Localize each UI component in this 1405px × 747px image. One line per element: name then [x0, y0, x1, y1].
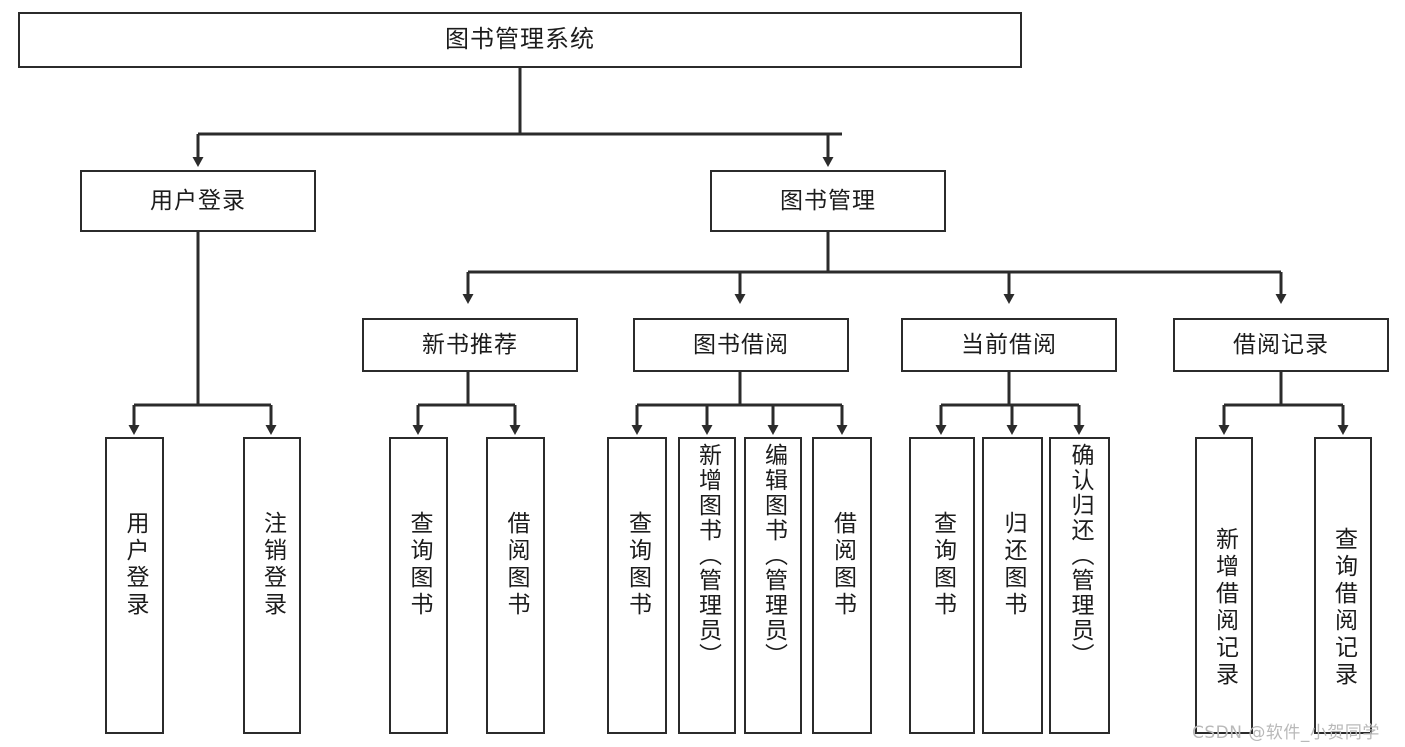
leaf-recommend-borrow-book[interactable]: 借阅图书	[486, 437, 545, 734]
leaf-recommend-query-book[interactable]: 查询图书	[389, 437, 448, 734]
node-book-management[interactable]: 图书管理	[710, 170, 946, 232]
leaf-user-login-signin[interactable]: 用户登录	[105, 437, 164, 734]
node-label: 图书管理系统	[445, 25, 595, 54]
node-root-book-management-system[interactable]: 图书管理系统	[18, 12, 1022, 68]
node-current-borrow[interactable]: 当前借阅	[901, 318, 1117, 372]
node-label: 查询图书	[624, 511, 651, 619]
node-label: 查询图书	[406, 511, 432, 619]
leaf-current-confirm-return-admin[interactable]: 确认归还（管理员）	[1049, 437, 1110, 734]
node-label: 当前借阅	[961, 331, 1057, 358]
node-label: 确认归还（管理员）	[1067, 443, 1093, 668]
node-user-login[interactable]: 用户登录	[80, 170, 316, 232]
node-label: 图书管理	[780, 187, 876, 214]
node-borrow-records[interactable]: 借阅记录	[1173, 318, 1389, 372]
leaf-borrow-edit-book-admin[interactable]: 编辑图书（管理员）	[744, 437, 802, 734]
node-new-book-recommend[interactable]: 新书推荐	[362, 318, 578, 372]
csdn-watermark: CSDN @软件_小贺同学	[1192, 723, 1380, 743]
node-label: 借阅记录	[1233, 331, 1329, 358]
node-label: 新增借阅记录	[1211, 527, 1238, 689]
leaf-current-return-book[interactable]: 归还图书	[982, 437, 1043, 734]
node-label: 查询借阅记录	[1330, 527, 1357, 689]
node-label: 新增图书（管理员）	[694, 443, 721, 668]
node-label: 图书借阅	[693, 331, 789, 358]
leaf-borrow-borrow-book[interactable]: 借阅图书	[812, 437, 872, 734]
node-label: 归还图书	[1000, 511, 1026, 619]
node-label: 注销登录	[259, 511, 286, 619]
node-label: 借阅图书	[829, 511, 856, 619]
leaf-records-query-record[interactable]: 查询借阅记录	[1314, 437, 1372, 734]
node-book-borrow[interactable]: 图书借阅	[633, 318, 849, 372]
node-label: 借阅图书	[503, 511, 529, 619]
leaf-user-login-signout[interactable]: 注销登录	[243, 437, 301, 734]
leaf-borrow-query-book[interactable]: 查询图书	[607, 437, 667, 734]
leaf-borrow-add-book-admin[interactable]: 新增图书（管理员）	[678, 437, 736, 734]
node-label: 新书推荐	[422, 331, 518, 358]
leaf-current-query-book[interactable]: 查询图书	[909, 437, 975, 734]
node-label: 用户登录	[122, 511, 148, 619]
node-label: 用户登录	[150, 187, 246, 214]
node-label: 编辑图书（管理员）	[760, 443, 787, 668]
node-label: 查询图书	[929, 511, 956, 619]
leaf-records-add-record[interactable]: 新增借阅记录	[1195, 437, 1253, 734]
